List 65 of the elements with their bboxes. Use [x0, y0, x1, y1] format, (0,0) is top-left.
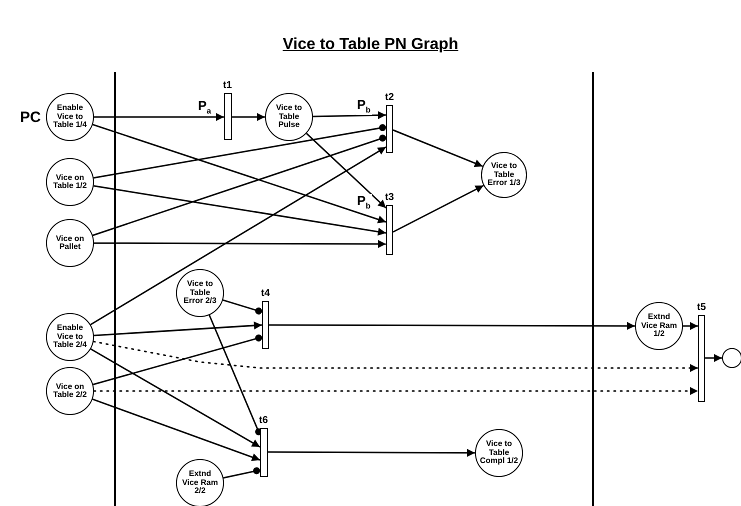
arrow [94, 240, 386, 248]
inhibitor-arc [92, 334, 262, 386]
transition-bar [262, 301, 269, 349]
place-label: Vice to Table Error 1/3 [486, 162, 522, 188]
arrow [232, 113, 265, 121]
arrow [94, 185, 386, 236]
place-circle [265, 93, 313, 141]
arrow [92, 124, 386, 224]
net-label: PC [20, 109, 41, 126]
place-label: Vice to Table Pulse [274, 104, 304, 130]
edge-label: P$_{b}$ [356, 194, 372, 211]
arrow [705, 354, 722, 362]
arrow [94, 322, 262, 336]
place-circle [176, 269, 224, 317]
arrow [90, 146, 386, 326]
place-label: Vice to Table Compl 1/2 [479, 440, 519, 466]
place-circle [635, 302, 683, 350]
place-label: Enable Vice to Table 2/4 [52, 324, 88, 350]
dotted-arrow [92, 340, 699, 372]
transition-bar [224, 93, 232, 140]
place-circle [722, 348, 741, 368]
transition-bar [386, 105, 393, 153]
transition-label: t3 [385, 192, 394, 203]
transition-label: t5 [697, 302, 706, 313]
place-circle [46, 158, 94, 206]
transition-label: t1 [223, 80, 232, 91]
arrow [94, 113, 224, 121]
place-circle [475, 429, 523, 477]
title: Vice to Table PN Graph [282, 36, 458, 54]
edge-label: P$_{b}$ [356, 98, 372, 115]
arrow [268, 448, 475, 457]
arrow [306, 132, 387, 209]
edge-label: P$_{a}$ [197, 99, 212, 116]
place-label: Extnd Vice Ram 2/2 [181, 470, 219, 496]
place-circle [176, 459, 224, 506]
arrow [269, 322, 635, 330]
place-circle [46, 219, 94, 267]
transition-bar [698, 315, 705, 402]
transition-bar [260, 428, 268, 477]
inhibitor-arc [92, 134, 386, 236]
arrow [312, 111, 386, 120]
place-label: Vice on Table 1/2 [52, 174, 88, 190]
inhibitor-arc [94, 124, 386, 179]
place-label: Vice to Table Error 2/3 [182, 280, 218, 306]
place-label: Enable Vice to Table 1/4 [52, 104, 88, 130]
transition-bar [386, 205, 393, 255]
arrow [92, 398, 260, 462]
inhibitor-arc [208, 314, 262, 436]
arrow [392, 184, 484, 233]
arrow [683, 322, 698, 330]
place-circle [46, 367, 94, 415]
place-circle [46, 93, 94, 141]
arrow [392, 129, 483, 168]
place-label: Vice on Table 2/2 [52, 382, 88, 400]
dotted-arrow [93, 387, 699, 395]
inhibitor-arc [222, 299, 262, 314]
place-circle [481, 152, 527, 198]
place-label: Vice on Pallet [54, 234, 86, 252]
transition-label: t6 [259, 415, 268, 426]
place-circle [46, 313, 94, 361]
transition-label: t2 [385, 92, 394, 103]
inhibitor-arc [223, 467, 260, 479]
arrow [90, 348, 260, 448]
place-label: Extnd Vice Ram 1/2 [640, 313, 678, 339]
transition-label: t4 [261, 288, 270, 299]
